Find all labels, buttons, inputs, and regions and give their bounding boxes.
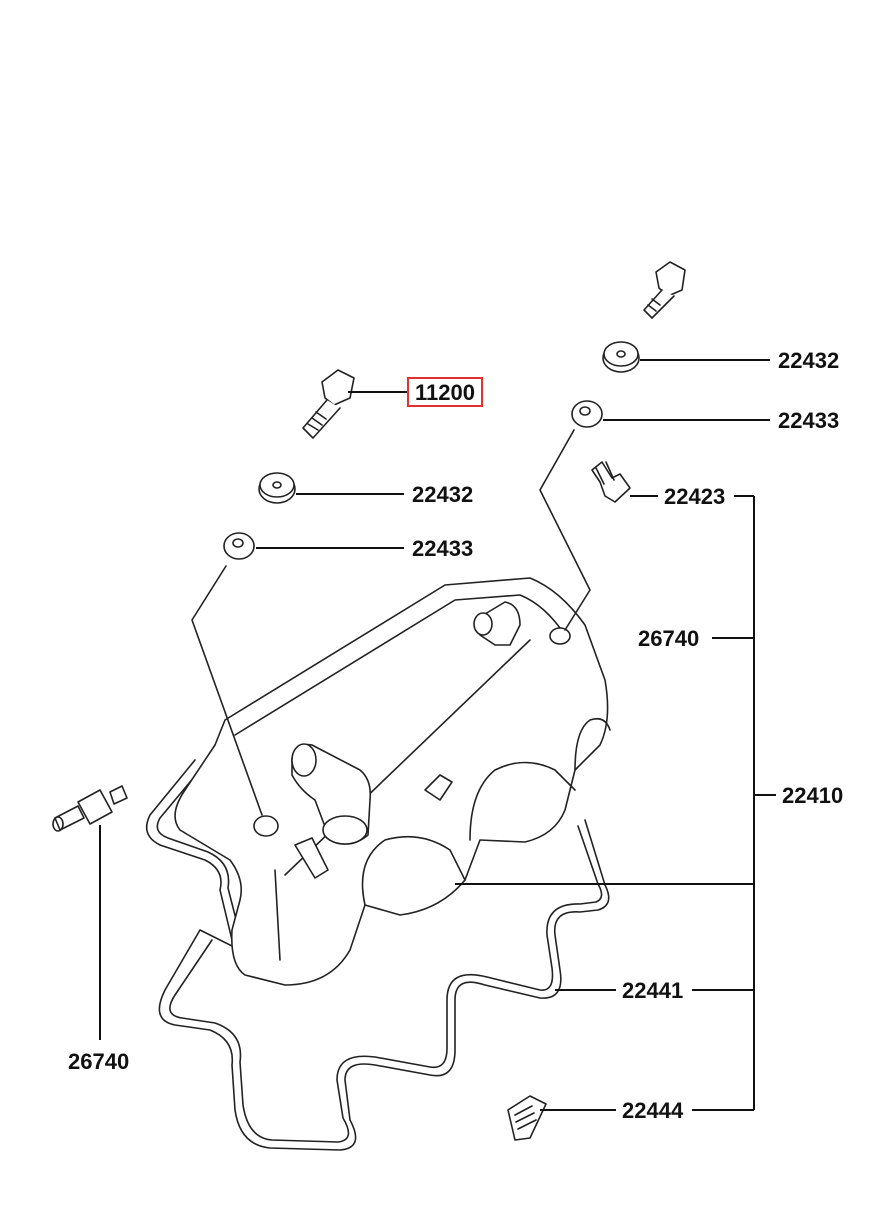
breather-pipe-end xyxy=(291,743,317,777)
label-plug[interactable]: 22444 xyxy=(622,1098,684,1123)
highlight-box xyxy=(407,377,483,407)
grommet-right-icon xyxy=(571,400,603,428)
cover-body xyxy=(174,577,609,986)
label-cover-assembly[interactable]: 22410 xyxy=(782,783,843,808)
cover-lobe-2 xyxy=(469,761,576,841)
label-washer-left[interactable]: 22432 xyxy=(412,482,473,507)
label-grommet-left[interactable]: 22433 xyxy=(412,536,473,561)
leader-lines xyxy=(99,359,776,1111)
part-labels: 11200 22432 22433 22432 22433 22423 2674… xyxy=(68,348,843,1123)
label-gasket[interactable]: 22441 xyxy=(622,978,683,1003)
plug-icon xyxy=(507,1095,547,1141)
bolt-right-icon xyxy=(643,261,686,319)
cover-lobe-1 xyxy=(361,835,466,906)
label-washer-right[interactable]: 22432 xyxy=(778,348,839,373)
label-grommet-right[interactable]: 22433 xyxy=(778,408,839,433)
top-pipe-end xyxy=(473,612,493,636)
bolt-left-icon xyxy=(302,369,355,439)
grommet-left-icon xyxy=(223,532,255,560)
cover-tab xyxy=(424,774,453,801)
mount-hole-right xyxy=(549,627,571,645)
rocker-cover xyxy=(145,577,611,1151)
washer-right-icon xyxy=(602,341,640,373)
washer-left-icon xyxy=(258,472,296,504)
cover-lobe-3 xyxy=(574,717,611,771)
label-sensor-group[interactable]: 26740 xyxy=(638,626,699,651)
label-sensor-left[interactable]: 26740 xyxy=(68,1049,129,1074)
label-clip[interactable]: 22423 xyxy=(664,484,725,509)
mount-hole-left xyxy=(253,815,279,837)
clip-icon xyxy=(591,461,631,503)
cover-fitting xyxy=(294,837,329,879)
sensor-left-icon xyxy=(52,785,128,832)
breather-pipe-base xyxy=(322,815,368,845)
label-bolt-left[interactable]: 11200 xyxy=(415,380,475,405)
